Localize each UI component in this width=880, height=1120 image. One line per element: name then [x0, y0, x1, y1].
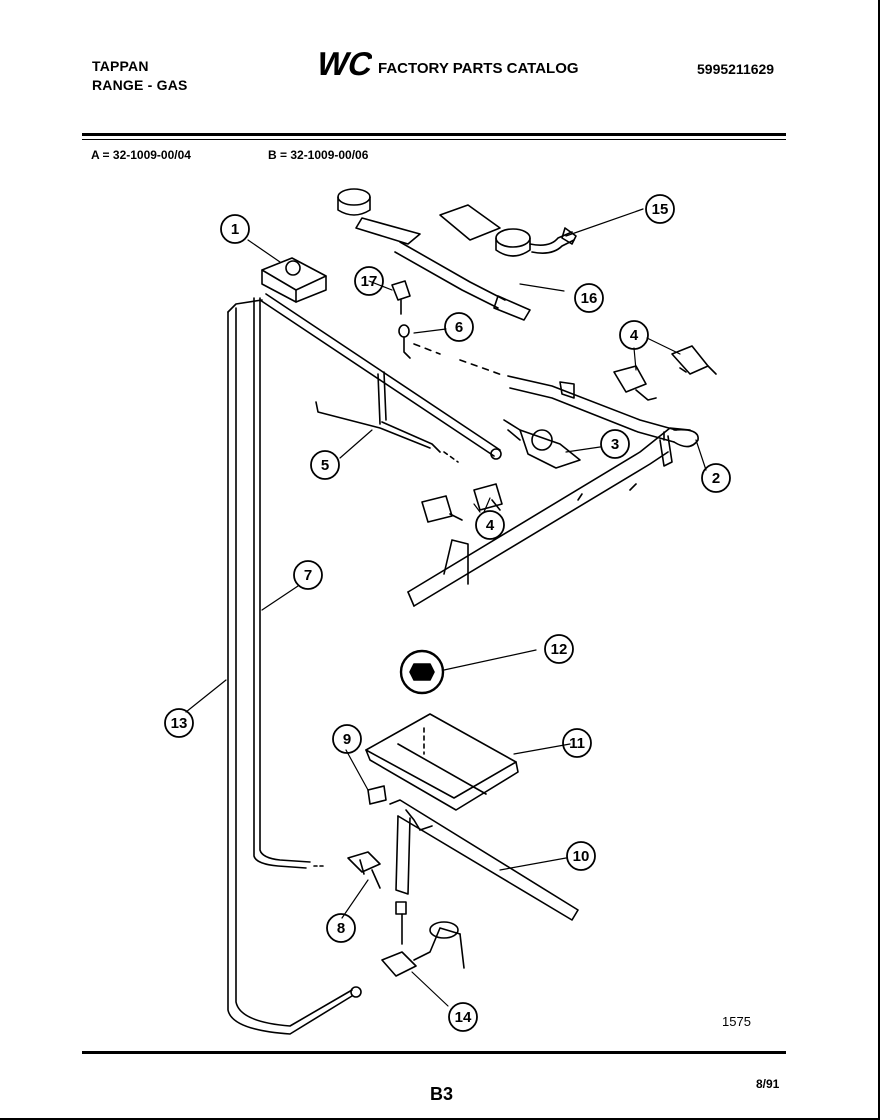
brand-name: TAPPAN: [92, 58, 149, 74]
valve-4-upper: [613, 345, 717, 401]
figure-code: 1575: [722, 1014, 751, 1029]
thermocouple-5: [315, 371, 459, 463]
model-b-label: B = 32-1009-00/06: [268, 148, 369, 162]
callout-16: 16: [581, 290, 598, 307]
oven-burner-10: [389, 799, 579, 921]
callout-7: 7: [304, 567, 312, 584]
igniter-8: [347, 851, 381, 889]
safety-valve-14: [381, 901, 465, 977]
catalog-number: 5995211629: [697, 61, 775, 77]
callout-4-upper: 4: [630, 327, 639, 344]
model-a-label: A = 32-1009-00/04: [91, 148, 191, 162]
callout-14: 14: [455, 1009, 472, 1026]
callout-15: 15: [652, 201, 669, 218]
callout-3: 3: [611, 436, 619, 453]
part-3-assembly: [503, 419, 581, 469]
product-type: RANGE - GAS: [92, 77, 188, 93]
manifold-bar: [407, 375, 699, 607]
top-burner-left: [337, 188, 531, 321]
orifice-12: [399, 649, 445, 695]
valve-4-lower: [421, 483, 503, 523]
callout-2: 2: [712, 470, 720, 487]
callout-8: 8: [337, 920, 345, 937]
tube-7: [253, 297, 307, 869]
top-burner-right: [439, 204, 577, 257]
footer-rule: [82, 1051, 786, 1054]
callout-5: 5: [321, 457, 329, 474]
baffle-11: [365, 713, 519, 811]
page-id: B3: [430, 1084, 454, 1104]
header-rule-thin: [82, 139, 786, 140]
callout-17: 17: [361, 273, 378, 290]
brand-block: TAPPAN RANGE - GAS: [92, 57, 188, 95]
callout-4-lower: 4: [486, 517, 495, 534]
callout-9: 9: [343, 731, 351, 748]
callout-13: 13: [171, 715, 188, 732]
callout-1: 1: [231, 221, 239, 238]
header-rule: [82, 133, 786, 136]
catalog-title: FACTORY PARTS CATALOG: [378, 60, 579, 77]
callout-6: 6: [455, 319, 463, 336]
callout-10: 10: [573, 848, 590, 865]
valve-1: [261, 257, 327, 303]
tube-13: [227, 311, 353, 1035]
callout-11: 11: [569, 735, 585, 752]
bracket-9: [367, 785, 387, 805]
callout-12: 12: [551, 641, 568, 658]
revision-date: 8/91: [756, 1077, 780, 1091]
